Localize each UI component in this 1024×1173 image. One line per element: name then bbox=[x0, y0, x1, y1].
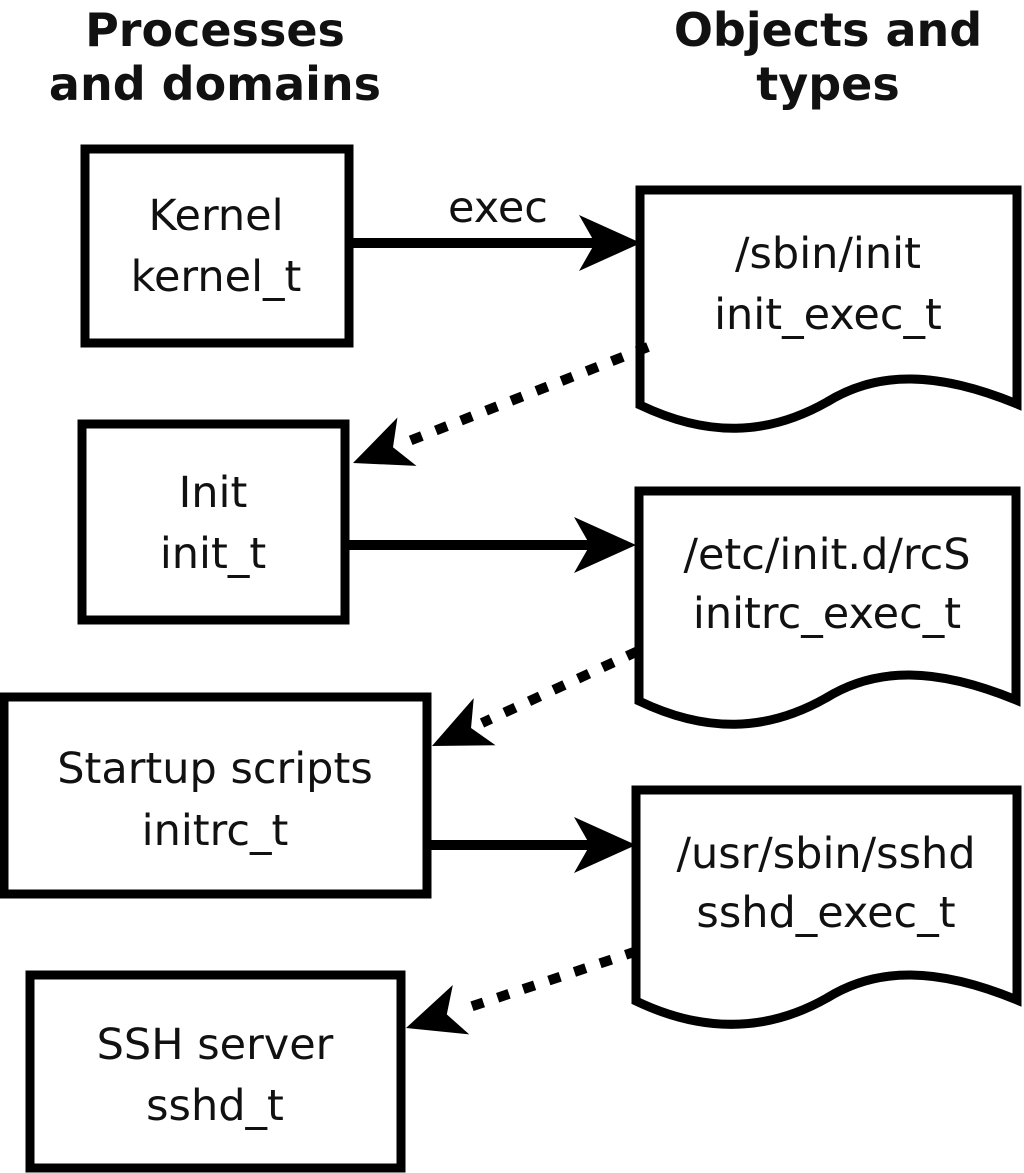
transition-arrow-2-head bbox=[432, 698, 496, 746]
transition-arrow-1-line bbox=[402, 342, 650, 448]
ssh-server-name: SSH server bbox=[97, 1020, 334, 1070]
startup-scripts-domain: initrc_t bbox=[142, 806, 289, 856]
object-doc-usr-sbin-sshd: /usr/sbin/sshd sshd_exec_t bbox=[631, 785, 1022, 1029]
etc-initd-rcs-doc-shape bbox=[634, 486, 1021, 729]
startup-scripts-box-rect bbox=[0, 692, 432, 899]
usr-sbin-sshd-type: sshd_exec_t bbox=[696, 888, 955, 938]
etc-initd-rcs-path: /etc/init.d/rcS bbox=[683, 530, 970, 580]
transition-arrow-rcs-to-initrc bbox=[432, 646, 641, 746]
transition-arrow-sshd-to-sshserver bbox=[406, 946, 639, 1035]
sbin-init-path: /sbin/init bbox=[735, 229, 921, 279]
init-box-rect bbox=[77, 419, 350, 625]
etc-initd-rcs-type: initrc_exec_t bbox=[693, 589, 961, 639]
sbin-init-type: init_exec_t bbox=[714, 290, 942, 340]
kernel-domain: kernel_t bbox=[131, 252, 302, 302]
object-doc-etc-initd-rcs: /etc/init.d/rcS initrc_exec_t bbox=[634, 486, 1021, 729]
exec-arrow-1-head bbox=[579, 215, 641, 271]
transition-arrow-1-head bbox=[353, 417, 417, 466]
ssh-server-box-rect bbox=[25, 970, 406, 1173]
usr-sbin-sshd-doc-shape bbox=[631, 785, 1022, 1029]
exec-arrow-init-to-rcs bbox=[345, 517, 636, 573]
usr-sbin-sshd-path: /usr/sbin/sshd bbox=[676, 829, 975, 879]
startup-scripts-name: Startup scripts bbox=[57, 744, 373, 794]
ssh-server-domain: sshd_t bbox=[146, 1081, 284, 1131]
object-doc-sbin-init: /sbin/init init_exec_t bbox=[635, 185, 1022, 433]
process-box-kernel: Kernel kernel_t bbox=[80, 144, 354, 348]
process-box-init: Init init_t bbox=[77, 419, 350, 625]
process-box-startup-scripts: Startup scripts initrc_t bbox=[0, 692, 432, 899]
transition-arrow-3-head bbox=[406, 985, 470, 1035]
right-header-line2: types bbox=[756, 57, 899, 111]
left-header-line1: Processes bbox=[85, 3, 345, 57]
transition-arrow-3-line bbox=[456, 946, 639, 1016]
left-header-line2: and domains bbox=[49, 57, 381, 111]
right-header-line1: Objects and bbox=[674, 3, 982, 57]
kernel-box-rect bbox=[80, 144, 354, 348]
transition-arrow-2-line bbox=[479, 646, 641, 728]
init-name: Init bbox=[179, 468, 248, 518]
exec-arrow-kernel-to-sbin-init: exec bbox=[349, 183, 641, 271]
exec-arrow-2-head bbox=[574, 517, 636, 573]
right-column-header: Objects and types bbox=[674, 3, 982, 111]
exec-arrow-initrc-to-sshd bbox=[427, 817, 636, 873]
exec-arrow-label: exec bbox=[448, 183, 548, 233]
kernel-name: Kernel bbox=[148, 191, 283, 241]
init-domain: init_t bbox=[160, 529, 266, 579]
exec-arrow-3-head bbox=[574, 817, 636, 873]
transition-arrow-sbin-init-to-init bbox=[353, 342, 650, 466]
left-column-header: Processes and domains bbox=[49, 3, 381, 111]
sbin-init-doc-shape bbox=[635, 185, 1022, 433]
process-box-ssh-server: SSH server sshd_t bbox=[25, 970, 406, 1173]
